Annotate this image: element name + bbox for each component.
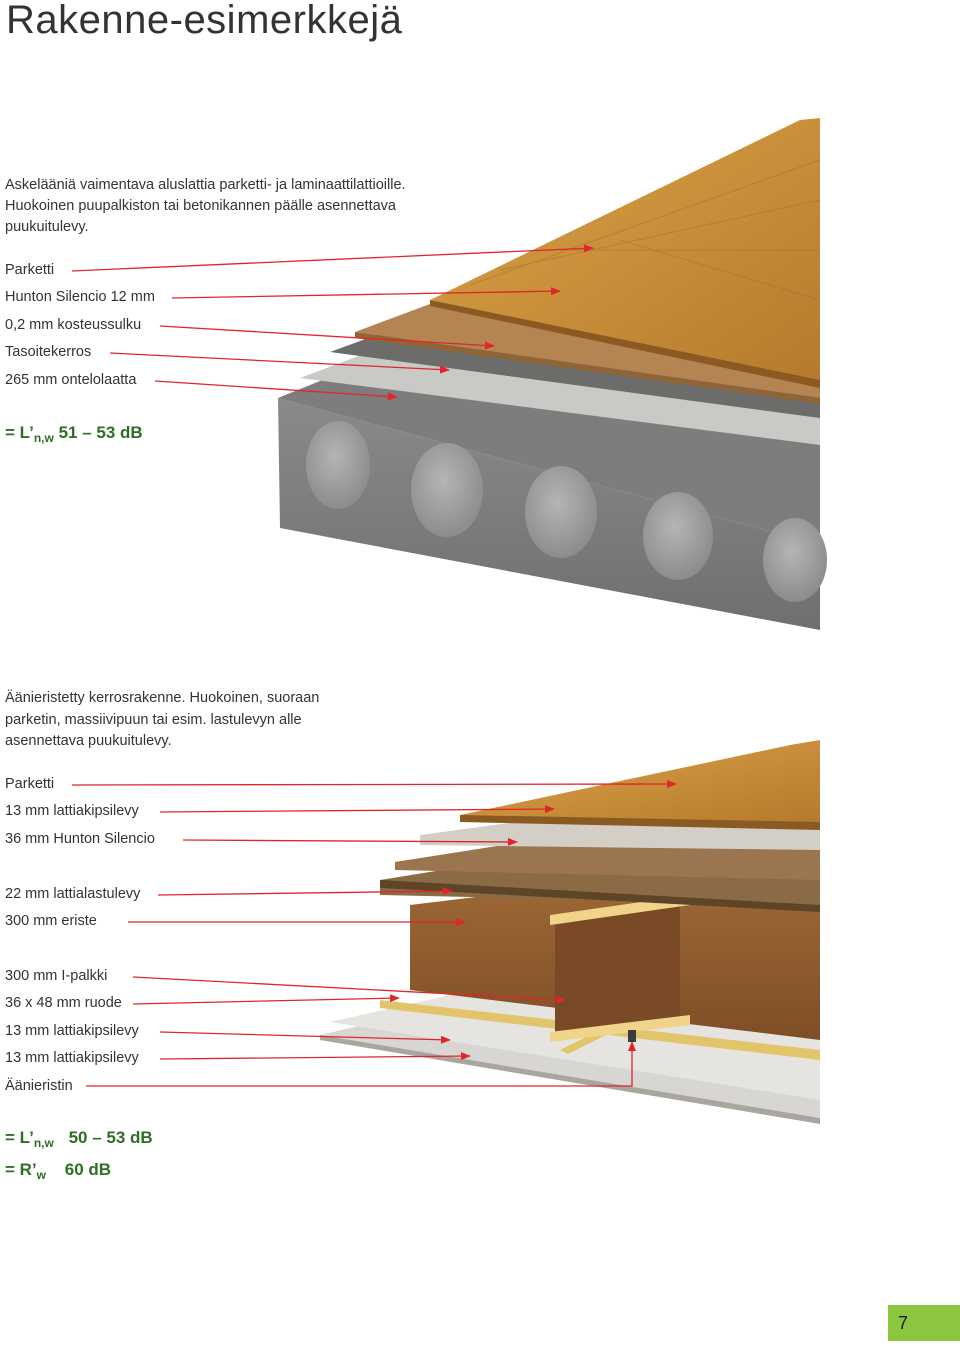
layer-label-gypsum-2: 13 mm lattiakipsilevy [5, 1023, 139, 1039]
ibeam-illustration [320, 740, 820, 1124]
slab-hole [763, 518, 827, 602]
layer-label-parketti: Parketti [5, 776, 55, 792]
result-subscript: w [36, 1168, 46, 1182]
intro-line: Askelääniä vaimentava aluslattia parkett… [5, 177, 406, 193]
layer-label-moisture-barrier: 0,2 mm kosteussulku [5, 317, 142, 333]
slab-hole [411, 443, 483, 537]
page-number: 7 [888, 1305, 960, 1341]
impact-sound-result: = L’n,w 50 – 53 dB [5, 1128, 153, 1150]
intro-line: Äänieristetty kerrosrakenne. Huokoinen, … [5, 690, 320, 706]
layer-label-gypsum-1: 13 mm lattiakipsilevy [5, 803, 139, 819]
airborne-sound-result: = R’w 60 dB [5, 1160, 111, 1182]
parquet-layer [460, 740, 820, 822]
i-beam-flange-bottom [550, 1015, 690, 1042]
parquet-layer [430, 118, 820, 380]
result-symbol: = L’ [5, 1128, 34, 1147]
section1-intro: Askelääniä vaimentava aluslattia parkett… [5, 175, 406, 238]
slab-hole [525, 466, 597, 558]
result-symbol: = L’ [5, 423, 34, 442]
intro-line: Huokoinen puupalkiston tai betonikannen … [5, 198, 396, 214]
layer-label-leveling: Tasoitekerros [5, 344, 92, 360]
result-subscript: n,w [33, 1136, 54, 1150]
result-symbol: = R’ [5, 1160, 37, 1179]
layer-label-parketti: Parketti [5, 262, 55, 278]
page-title: Rakenne-esimerkkejä [6, 0, 403, 42]
layer-label-chipboard: 22 mm lattialastulevy [5, 886, 141, 902]
layer-label-silencio: Hunton Silencio 12 mm [5, 289, 155, 305]
slab-hole [643, 492, 713, 580]
label-arrows-1 [71, 244, 594, 401]
result-value: 51 – 53 dB [58, 423, 143, 442]
i-beam-web [555, 905, 680, 1040]
layer-label-isolator: Äänieristin [5, 1078, 73, 1094]
layer-label-i-beam: 300 mm I-palkki [5, 968, 108, 984]
intro-line: parketin, massiivipuun tai esim. lastule… [5, 711, 302, 728]
intro-line: puukuitulevy. [5, 219, 89, 235]
result-value: 60 dB [64, 1160, 112, 1179]
layer-label-gypsum-3: 13 mm lattiakipsilevy [5, 1050, 139, 1066]
layer-label-batten: 36 x 48 mm ruode [5, 995, 122, 1011]
sound-isolator [628, 1030, 636, 1042]
result-subscript: n,w [33, 431, 54, 445]
layer-label-hollowcore: 265 mm ontelolaatta [5, 372, 137, 388]
layer-label-silencio: 36 mm Hunton Silencio [5, 831, 155, 847]
layer-label-insulation: 300 mm eriste [5, 913, 97, 929]
hollowcore-illustration [278, 118, 827, 630]
impact-sound-result: = L’n,w 51 – 53 dB [5, 423, 143, 445]
result-value: 50 – 53 dB [68, 1128, 153, 1147]
label-arrows-2 [71, 780, 677, 1087]
slab-hole [306, 421, 370, 509]
section2-intro: Äänieristetty kerrosrakenne. Huokoinen, … [5, 688, 319, 753]
intro-line: asennettava puukuitulevy. [5, 733, 172, 749]
